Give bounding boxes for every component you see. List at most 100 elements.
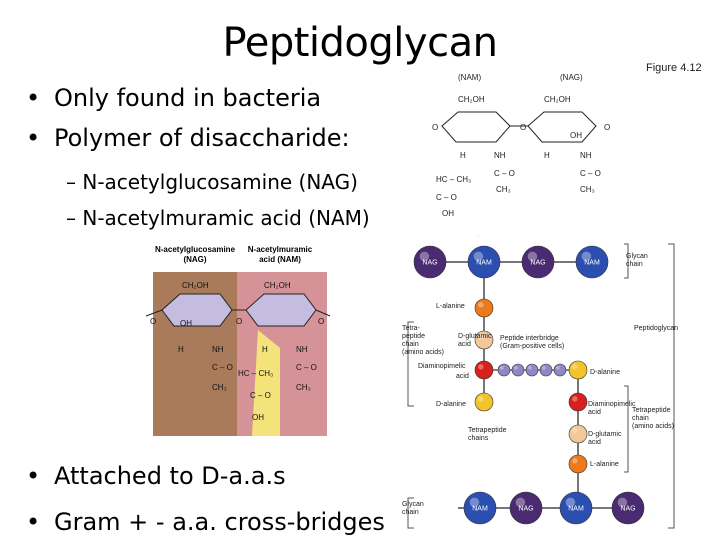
nam-o-right: O	[318, 317, 324, 326]
diaminopimelic-sphere	[474, 360, 494, 380]
label-tetrapeptide-line1: Tetra-	[402, 325, 421, 332]
sub-bullet-text: N-acetylglucosamine (NAG)	[82, 170, 358, 194]
lactyl-highlight	[252, 330, 280, 436]
glycan-bead-nam: NAM	[463, 491, 497, 525]
bullet-marker: •	[26, 124, 41, 152]
bullet-item: •Gram + - a.a. cross-bridges	[26, 508, 385, 536]
label-tetrapeptide-right-line1: Tetrapeptide	[632, 407, 671, 414]
label-d-glutamic-right-line2: acid	[588, 439, 601, 446]
interbridge-glycine-sphere	[511, 363, 525, 377]
slide-title: Peptidoglycan	[222, 20, 498, 66]
label-diaminopimelic-right-line1: Diaminopimelic	[588, 401, 636, 408]
nag-o-left: O	[150, 317, 156, 326]
tetrapeptide-bracket-right	[624, 385, 629, 473]
label-d-glutamic-left-line1: D-glutamic	[458, 333, 492, 340]
glycan-bracket-bottom	[407, 497, 414, 529]
nam-ch3: CH₃	[296, 383, 311, 392]
glycan-bead-nam-label: NAM	[472, 506, 488, 513]
nag-c-eq-o: C – O	[212, 363, 233, 372]
diaminopimelic-sphere	[568, 392, 588, 412]
bullet-item: • Polymer of disaccharide:	[26, 124, 350, 152]
bullet-text: Polymer of disaccharide:	[54, 124, 350, 152]
sub-bullet-item: – N-acetylmuramic acid (NAM)	[66, 206, 370, 230]
label-bridge-line1: Peptide interbridge	[500, 335, 559, 342]
interbridge-glycine-sphere	[497, 363, 511, 377]
nag-ch2oh: CH₂OH	[182, 281, 209, 290]
nag-ring	[527, 111, 597, 143]
glycan-chain-label-line1: Glycan	[626, 253, 648, 260]
nam-ch2oh: CH₂OH	[264, 281, 291, 290]
d-alanine-sphere	[474, 392, 494, 412]
nam-header-line2: acid (NAM)	[259, 255, 301, 264]
sub-bullet-text: N-acetylmuramic acid (NAM)	[82, 206, 370, 230]
bullet-marker: •	[26, 508, 41, 536]
label-tetrapeptide-chains-line1: Tetrapeptide	[468, 427, 507, 434]
lactyl-oh: OH	[442, 209, 454, 218]
nam-hc-ch3: HC – CH₃	[238, 369, 273, 378]
d-alanine-sphere	[568, 360, 588, 380]
bullet-marker: •	[26, 84, 41, 112]
label-bridge-line2: (Gram-positive cells)	[500, 343, 564, 350]
nam-nh: NH	[494, 151, 506, 160]
nam-c-eq-o-lactyl: C – O	[250, 391, 271, 400]
link-o: O	[236, 317, 242, 326]
interbridge-glycine-sphere	[525, 363, 539, 377]
label-glycan-bottom-line2: chain	[402, 509, 419, 516]
sub-bullet-item: – N-acetylglucosamine (NAG)	[66, 170, 358, 194]
nag-label: (NAG)	[560, 73, 583, 82]
nag-header-line2: (NAG)	[183, 255, 206, 264]
glycan-bead-nag: NAG	[509, 491, 543, 525]
glycan-bead-nam: NAM	[467, 245, 501, 279]
glycan-bead-nag: NAG	[611, 491, 645, 525]
nam-h: H	[460, 151, 466, 160]
l-alanine-sphere	[568, 454, 588, 474]
label-tetrapeptide-line4: (amino acids)	[402, 349, 444, 356]
hc-ch3: HC – CH₃	[436, 175, 471, 184]
d-glutamic-sphere	[568, 424, 588, 444]
nam-oh: OH	[252, 413, 264, 422]
glycan-bead-nag-label: NAG	[422, 260, 437, 267]
glycan-bead-nam-label: NAM	[476, 260, 492, 267]
glycan-bead-nam: NAM	[575, 245, 609, 279]
figure-label: Figure 4.12	[646, 62, 702, 74]
nam-header-line1: N-acetylmuramic	[248, 245, 313, 254]
label-tetrapeptide-right-line3: (amino acids)	[632, 423, 674, 430]
interbridge-glycine-sphere	[553, 363, 567, 377]
nag-header-line1: N-acetylglucosamine	[155, 245, 236, 254]
bullet-text: Only found in bacteria	[54, 84, 322, 112]
nag-c-eq-o: C – O	[580, 169, 601, 178]
nam-c-eq-o: C – O	[296, 363, 317, 372]
d-glutamic-sphere	[474, 330, 494, 350]
glycan-bead-nam-label: NAM	[584, 260, 600, 267]
label-d-alanine-left: D-alanine	[436, 401, 466, 408]
label-diaminopimelic-right-line2: acid	[588, 409, 601, 416]
peptidoglycan-bracket	[668, 243, 675, 529]
label-l-alanine-left: L-alanine	[436, 303, 465, 310]
nam-label: (NAM)	[458, 73, 481, 82]
glycan-bead-nam: NAM	[559, 491, 593, 525]
glycan-bead-nag-label: NAG	[518, 506, 533, 513]
nag-ch2oh: CH₂OH	[544, 95, 571, 104]
nag-nh: NH	[212, 345, 224, 354]
glycan-chain-label-line2: chain	[626, 261, 643, 268]
glycan-bead-nag-label: NAG	[620, 506, 635, 513]
right-bond	[315, 309, 331, 317]
glycan-bead-nam-label: NAM	[568, 506, 584, 513]
label-glycan-bottom-line1: Glycan	[402, 501, 424, 508]
nag-h: H	[178, 345, 184, 354]
label-d-glutamic-right-line1: D-glutamic	[588, 431, 622, 438]
nag-oh: OH	[570, 131, 582, 140]
lactyl-c-eq-o: C – O	[436, 193, 457, 202]
bullet-item: • Only found in bacteria	[26, 84, 321, 112]
bullet-text: Attached to D-a.a.s	[54, 462, 286, 490]
label-d-glutamic-left-line2: acid	[458, 341, 471, 348]
label-diaminopimelic-left-line1: Diaminopimelic	[418, 363, 466, 370]
o-right: O	[604, 123, 610, 132]
nam-ch3: CH₃	[496, 185, 511, 194]
interbridge-glycine-sphere	[539, 363, 553, 377]
nam-h: H	[262, 345, 268, 354]
glycan-bracket	[624, 243, 629, 279]
label-l-alanine-right: L-alanine	[590, 461, 619, 468]
peptidoglycan-label: Peptidoglycan	[634, 325, 678, 332]
label-tetrapeptide-chains-line2: chains	[468, 435, 489, 442]
